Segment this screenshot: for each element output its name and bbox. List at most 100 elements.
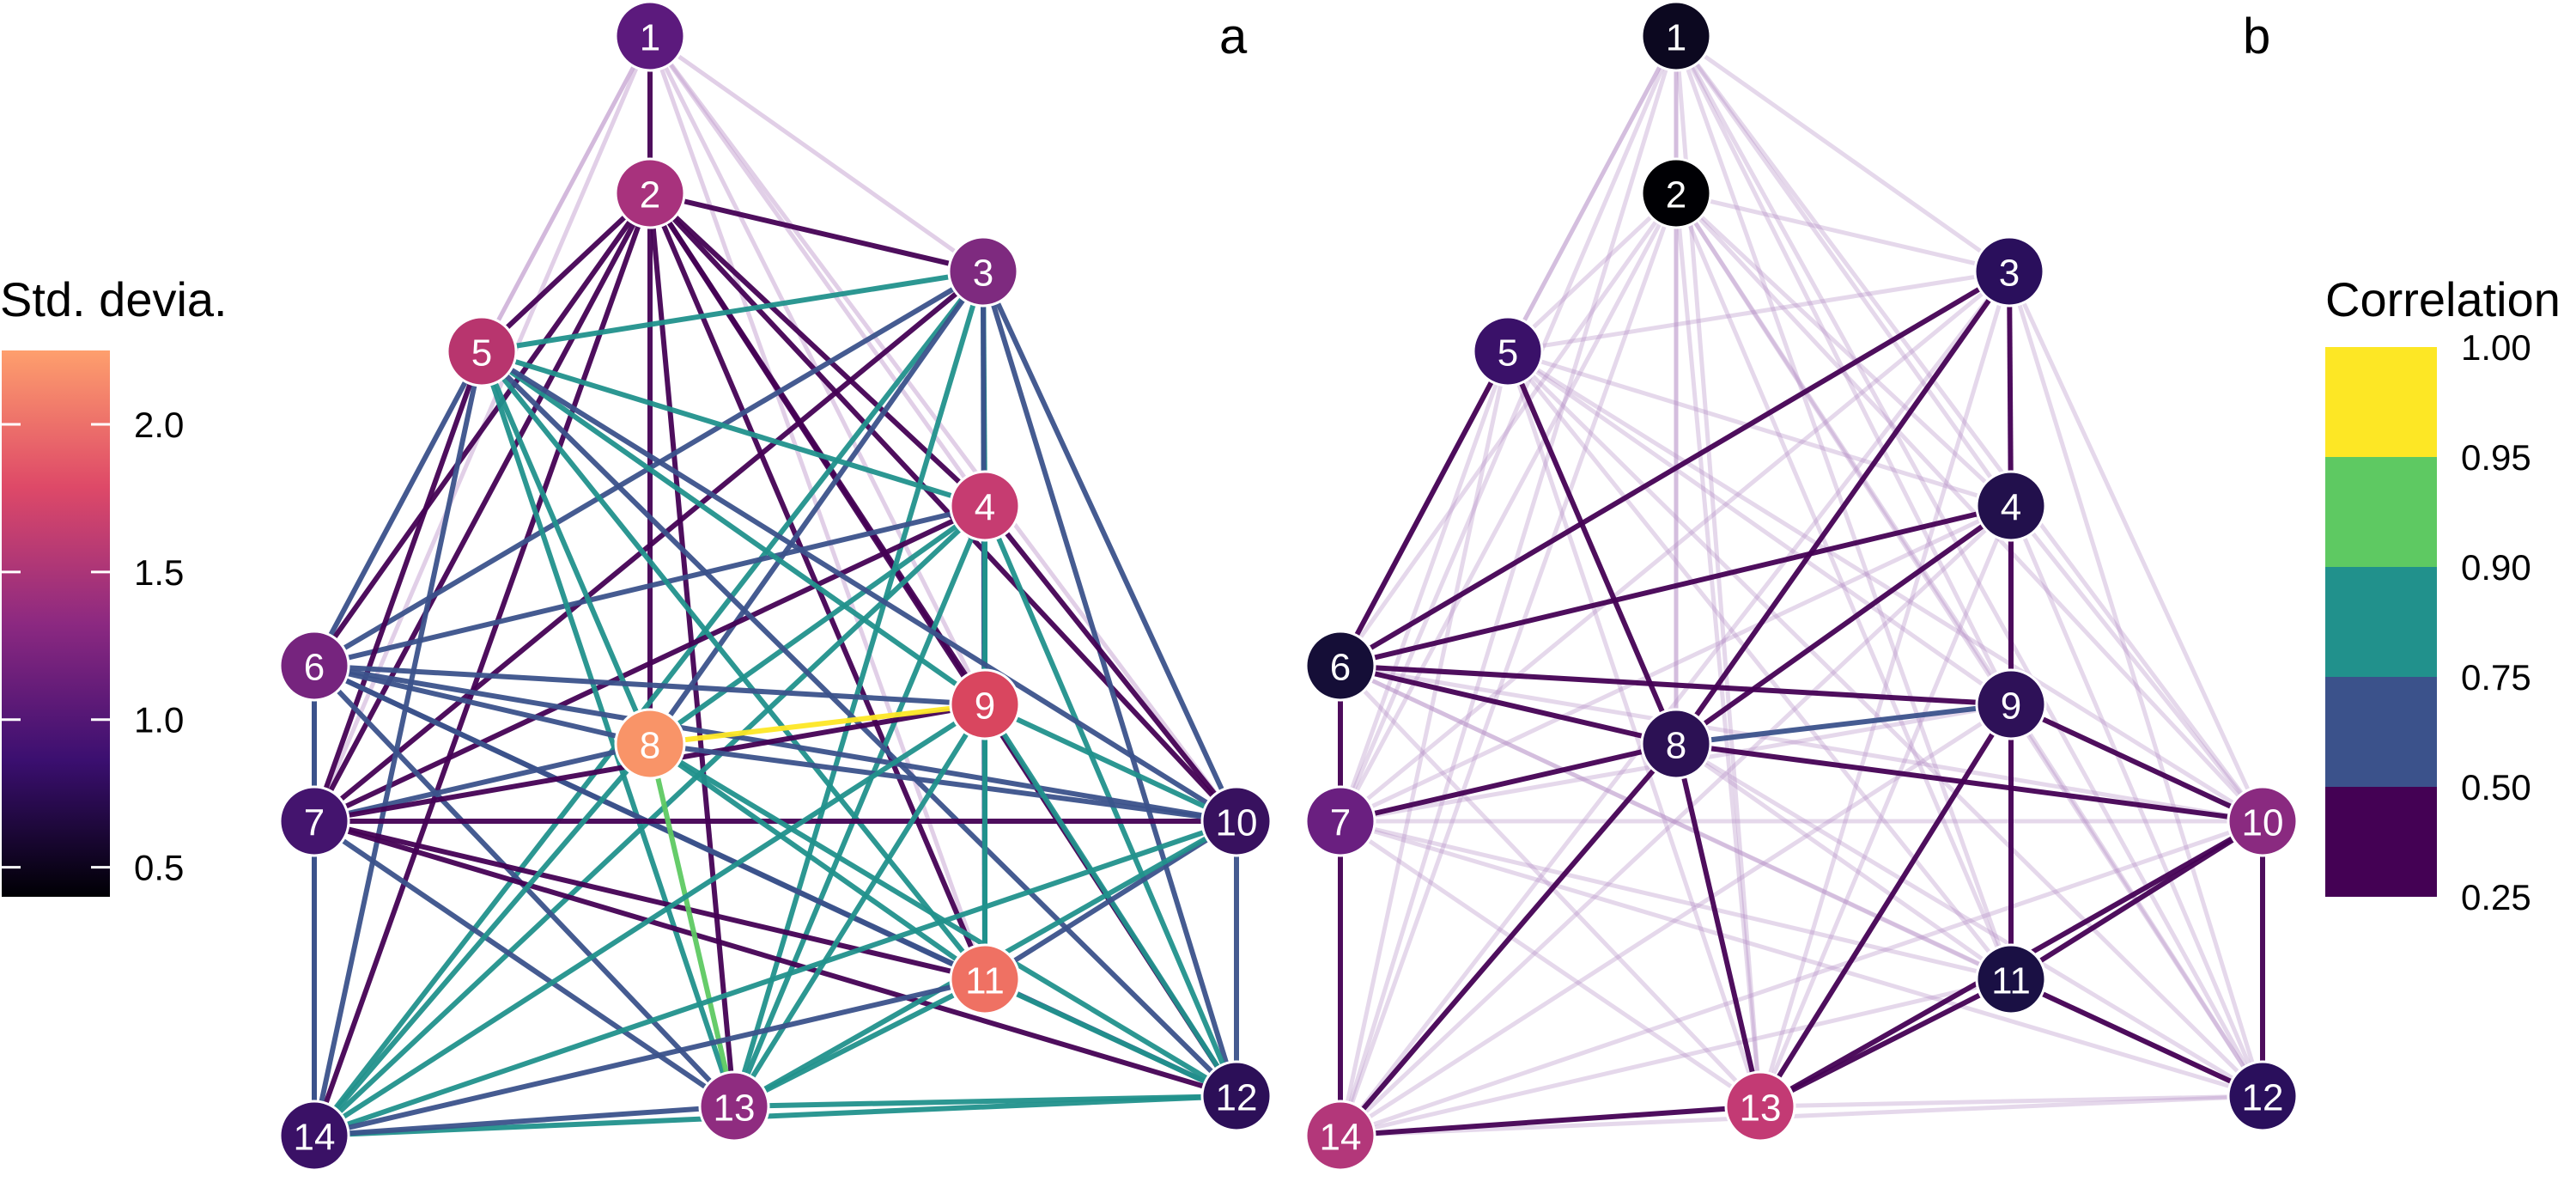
edge-6-3 [1339,269,2011,668]
faint-edge-2-13 [1674,192,1763,1107]
faint-edge-3-7 [1339,270,2011,823]
node-circle [1975,943,2047,1015]
node-label: 11 [1991,960,2031,1002]
edge-5-8 [479,350,653,746]
node-label: 14 [294,1117,336,1159]
node-label: 14 [1320,1117,1362,1159]
edge-11-12 [2009,977,2264,1099]
faint-edge-12-14 [1340,1094,2263,1138]
edge-12-14 [313,1094,1237,1138]
faint-edge-1-4 [1674,34,2014,508]
panel-a-edges [312,34,1239,1138]
edge-4-6 [313,503,986,668]
edge-1-4 [647,34,987,508]
node-label: 6 [304,647,325,689]
faint-edge-4-5 [1507,349,2012,509]
edge-4-8 [648,503,987,746]
edge-2-5 [479,191,653,354]
node-label: 1 [640,17,660,59]
node-label: 4 [975,487,995,529]
edge-11-12 [983,977,1238,1099]
edge-2-14 [312,192,653,1137]
node-8: 8 [1640,708,1712,780]
faint-edge-12-13 [1759,1094,2263,1109]
tick-label: 0.75 [2461,657,2531,698]
edge-4-10 [982,504,1239,823]
edge-5-9 [480,349,987,707]
edge-13-14 [1340,1104,1761,1138]
node-label: 1 [1666,17,1686,59]
node-circle [1304,1100,1376,1172]
node-label: 12 [1216,1077,1258,1119]
edge-5-13 [479,350,737,1107]
node-6: 6 [1304,630,1376,702]
node-circle [278,785,350,857]
node-13: 13 [1724,1070,1796,1142]
edge-9-10 [983,702,1238,824]
node-circle [947,235,1019,308]
node-circle [1304,630,1376,702]
edge-6-9 [1340,663,2012,707]
faint-edge-3-10 [2007,270,2265,823]
edge-10-14 [313,819,1237,1138]
edge-1-10 [647,34,1239,823]
node-10: 10 [1200,785,1273,857]
faint-edge-1-7 [1338,35,1679,822]
tick-label: 0.95 [2461,437,2531,478]
edge-8-9 [1675,702,2012,746]
edge-2-10 [647,191,1239,824]
edge-5-11 [479,350,987,981]
node-circle [2227,1060,2299,1132]
faint-edge-11-14 [1340,977,2012,1138]
node-3: 3 [1973,235,2045,308]
node-5: 5 [446,315,518,387]
correlation-ticks: 1.000.950.900.750.500.25 [2461,327,2531,917]
edge-6-4 [1340,503,2012,668]
faint-edge-1-14 [1338,35,1679,1136]
tick-label: 1.0 [134,700,184,740]
node-label: 5 [1498,332,1518,375]
node-label: 6 [1330,647,1351,689]
node-label: 2 [640,174,660,216]
tick-label: 0.5 [134,848,184,888]
node-5: 5 [1472,315,1544,387]
edge-7-8 [313,741,651,824]
node-label: 8 [640,725,660,767]
node-circle [2227,785,2299,857]
faint-edge-6-11 [1339,663,2013,982]
edge-11-14 [313,977,986,1138]
node-label: 2 [1666,174,1686,216]
faint-edge-2-6 [1338,192,1679,667]
edge-7-13 [313,819,736,1109]
faint-edge-5-9 [1506,349,2013,707]
correlation-bin [2325,787,2437,897]
edge-3-5 [481,269,984,354]
faint-edge-1-3 [1674,34,2011,274]
faint-edge-5-7 [1338,350,1510,822]
faint-edge-3-5 [1507,269,2010,354]
node-label: 12 [2242,1077,2284,1119]
faint-edge-5-14 [1338,350,1510,1136]
edge-3-12 [981,271,1239,1097]
faint-edge-6-13 [1339,664,1762,1108]
node-circle [949,943,1021,1015]
node-circle [1200,1060,1273,1132]
edge-6-5 [1338,350,1510,667]
node-label: 7 [304,802,325,844]
faint-edge-9-14 [1339,702,2013,1138]
edge-9-13 [1758,703,2014,1108]
edge-3-7 [313,269,985,824]
edge-4-13 [732,504,987,1108]
correlation-legend-title: Correlation [2325,272,2561,326]
node-4: 4 [949,470,1021,542]
node-9: 9 [1975,668,2047,740]
tick-label: 0.25 [2461,877,2531,917]
node-circle [698,1070,770,1142]
faint-edge-1-12 [1674,34,2265,1098]
edge-5-14 [312,350,484,1136]
edge-6-8 [313,663,651,746]
faint-edge-6-10 [1340,663,2263,824]
